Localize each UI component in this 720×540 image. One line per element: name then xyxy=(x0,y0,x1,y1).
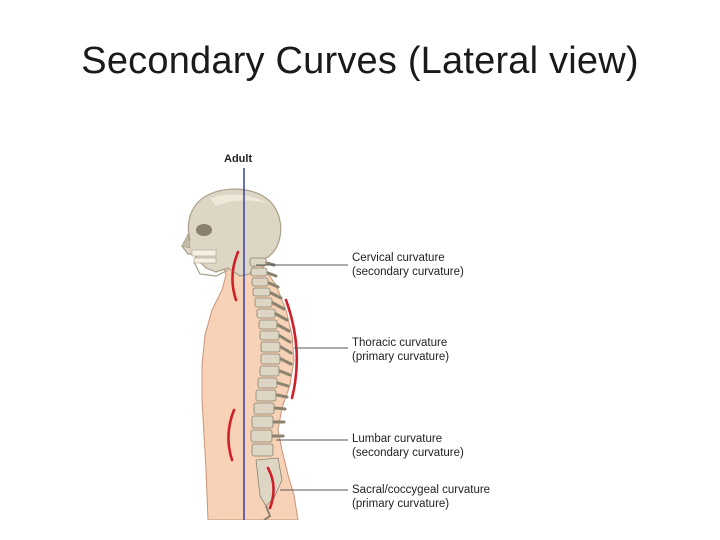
lumbar-curvature-title: Lumbar curvature xyxy=(352,433,443,445)
thoracic-curvature-title: Thoracic curvature xyxy=(352,337,448,349)
thoracic-marker xyxy=(284,298,299,400)
body-silhouette xyxy=(201,244,299,520)
slide-title: Secondary Curves (Lateral view) xyxy=(81,40,639,82)
skull-shading xyxy=(210,194,268,206)
spine-figure: Adult Cervical curvature (secondary curv… xyxy=(170,150,550,520)
nose xyxy=(181,232,191,249)
eye-socket xyxy=(196,224,212,236)
leader-lines xyxy=(256,264,348,491)
sacral-coccygeal-curvature-label: Sacral/coccygeal curvature (primary curv… xyxy=(352,483,490,511)
sacral-coccygeal-curvature-type: (primary curvature) xyxy=(352,498,450,510)
cervical-marker xyxy=(231,250,240,302)
sacral-marker xyxy=(266,466,275,510)
cervical-curvature-label: Cervical curvature (secondary curvature) xyxy=(352,251,464,279)
upper-teeth xyxy=(191,249,217,257)
spinous-processes xyxy=(265,261,293,438)
lumbar-marker xyxy=(227,408,236,462)
adult-label: Adult xyxy=(224,153,253,165)
thoracic-curvature-type: (primary curvature) xyxy=(352,351,450,363)
thoracic-curvature-label: Thoracic curvature (primary curvature) xyxy=(352,336,449,364)
sacral-coccygeal-curvature-title: Sacral/coccygeal curvature xyxy=(352,484,491,496)
cervical-curvature-title: Cervical curvature xyxy=(352,252,445,264)
coccyx xyxy=(263,505,272,520)
lumbar-curvature-type: (secondary curvature) xyxy=(352,447,464,459)
cervical-curvature-type: (secondary curvature) xyxy=(352,266,464,278)
spine-illustration xyxy=(181,168,348,520)
lumbar-curvature-label: Lumbar curvature (secondary curvature) xyxy=(352,432,464,460)
curvature-markers xyxy=(227,250,299,510)
jaw xyxy=(193,261,229,277)
lower-teeth xyxy=(193,257,217,264)
